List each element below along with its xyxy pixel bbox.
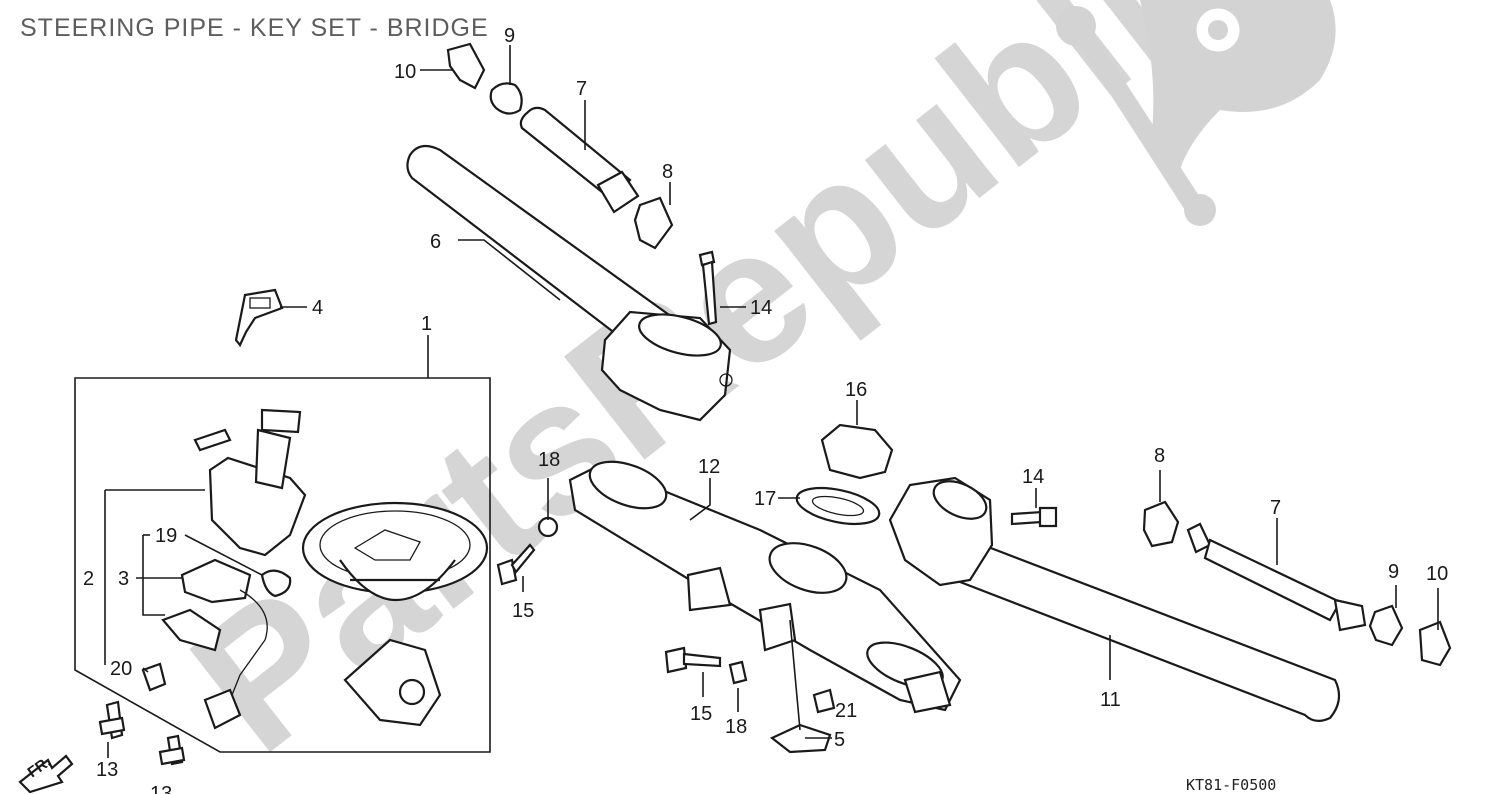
callout-9-lower: 9 [1388,561,1399,583]
callout-15-left: 15 [512,600,534,622]
page-title: STEERING PIPE - KEY SET - BRIDGE [20,14,489,42]
callout-7-lower: 7 [1270,497,1281,519]
callout-labels: 1 2 3 4 5 6 7 7 8 8 9 9 10 10 11 12 13 1… [25,25,1449,794]
drawing-code: KT81-F0500 [1186,776,1277,794]
callout-16: 16 [845,379,867,401]
callout-19: 19 [155,525,177,547]
callout-12: 12 [698,456,720,478]
bolt-15-left [496,543,536,586]
callout-1: 1 [421,313,432,335]
callout-5: 5 [834,729,845,751]
key-set-frame [74,377,491,753]
callout-15-right: 15 [690,703,712,725]
ignition-switch [193,408,307,557]
bolt-15-right [664,646,722,674]
callout-14-lower: 14 [1022,466,1044,488]
washer-18-left [537,516,559,538]
callout-21: 21 [835,700,857,722]
callout-7-upper: 7 [576,78,587,100]
bolt-14-upper [698,250,718,326]
callout-10-upper: 10 [394,61,416,83]
screw-20 [141,662,167,692]
callout-18-left: 18 [538,449,560,471]
callout-14-upper: 14 [750,297,772,319]
bolt-13-a [98,700,126,740]
fuel-cap [301,501,489,602]
callout-2: 2 [83,568,94,590]
steering-stem-nut [820,423,894,480]
callout-8-lower: 8 [1154,445,1165,467]
callout-11: 11 [1100,689,1121,711]
switch-cover [161,558,292,730]
callout-18-right: 18 [725,716,747,738]
callout-13-a: 13 [96,759,118,781]
key [234,288,284,348]
upper-bolt-assembly [446,42,674,250]
callout-10-lower: 10 [1426,563,1448,585]
callout-9-upper: 9 [504,25,515,47]
callout-3: 3 [118,568,129,590]
washer-17 [795,486,881,526]
left-steering-pipe [406,144,733,422]
callout-4: 4 [312,297,323,319]
callout-17: 17 [754,488,776,510]
front-direction-arrow [18,754,74,794]
callout-13-b: 13 [150,783,172,794]
bolt-14-right [1010,506,1058,528]
callout-20: 20 [110,658,132,680]
callout-6: 6 [430,231,441,253]
bolt-13-b [158,734,186,766]
right-steering-pipe [888,476,1341,722]
callout-8-upper: 8 [662,161,673,183]
leader-lines [104,45,1439,758]
clamp-5 [769,723,832,754]
seat-lock [343,638,442,727]
collar-18-right [728,660,748,685]
lower-bolt-assembly [1142,500,1452,667]
bolt-21 [812,688,836,714]
